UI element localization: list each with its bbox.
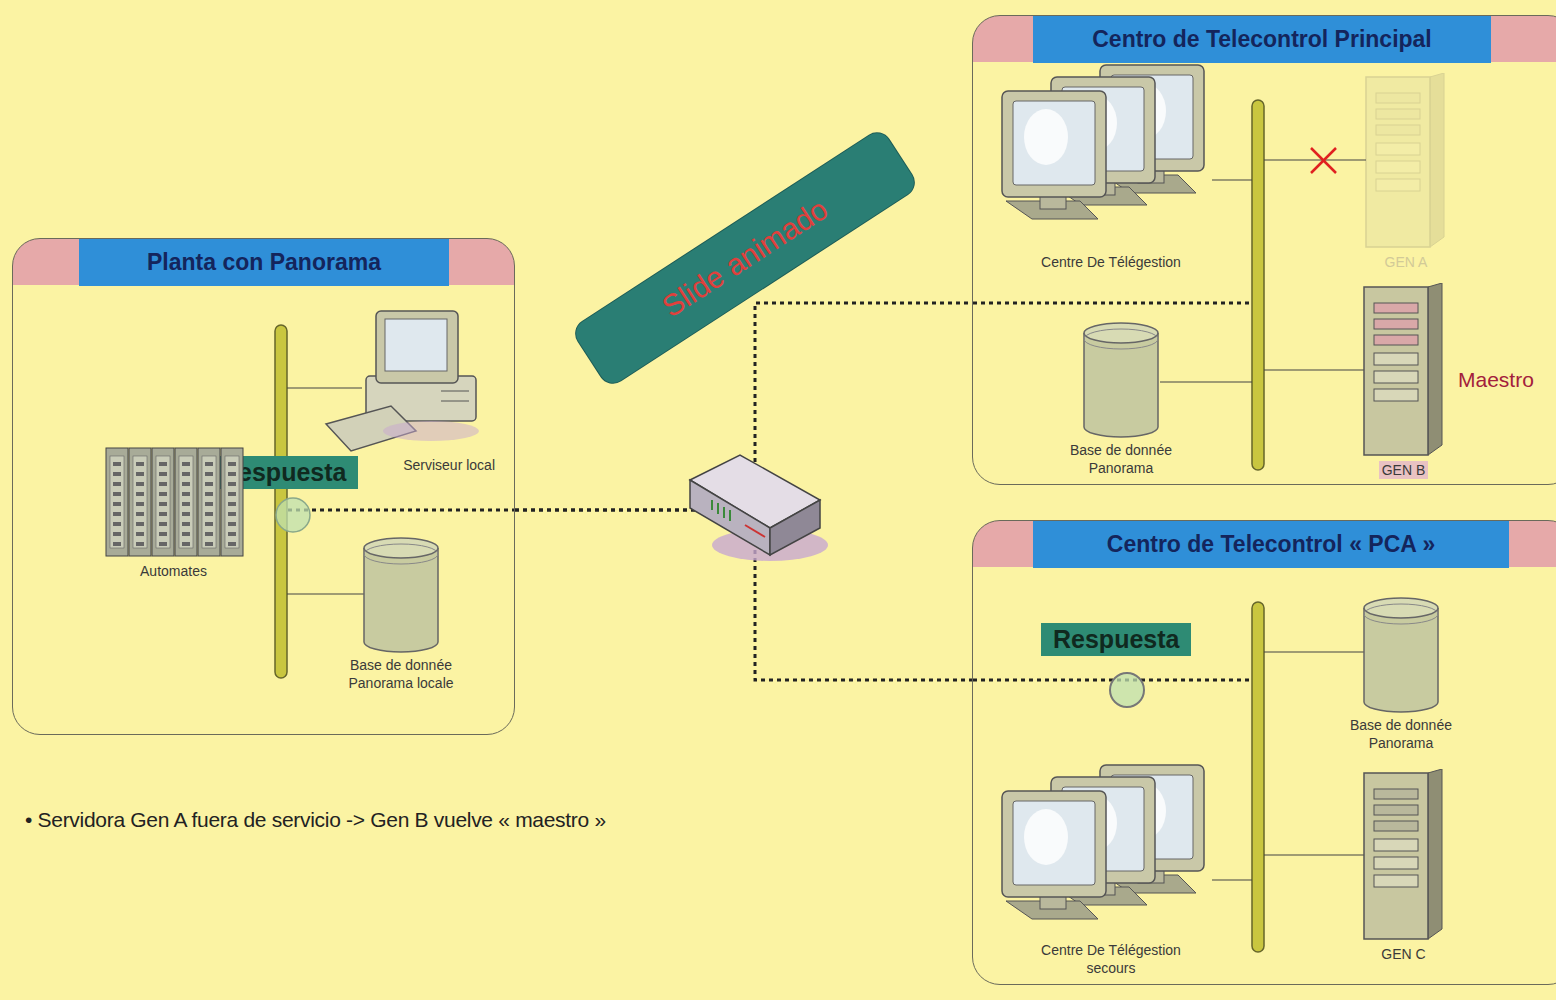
site-panel: Centro de Telecontrol PrincipalCentre De… <box>972 15 1556 485</box>
equipment-icon <box>991 63 1231 251</box>
animation-banner: Slide animado <box>571 128 919 388</box>
panel-heading: Centro de Telecontrol Principal <box>1033 16 1491 63</box>
equipment-icon <box>1356 283 1451 459</box>
equipment-node: Base de donnée Panorama locale <box>321 536 481 692</box>
equipment-icon <box>1351 73 1461 251</box>
status-label: Maestro <box>1458 368 1534 392</box>
equipment-label: Base de donnée Panorama locale <box>336 656 466 692</box>
equipment-node: GEN B <box>1356 283 1451 479</box>
equipment-label: GEN C <box>1356 945 1451 963</box>
equipment-node: Automates <box>96 446 251 580</box>
equipment-node: Centre De Télégestion <box>991 63 1231 271</box>
panel-heading: Planta con Panorama <box>79 239 449 286</box>
router-icon <box>690 455 828 561</box>
equipment-label: Automates <box>96 562 251 580</box>
equipment-label: Centre De Télégestion <box>991 253 1231 271</box>
equipment-label: Base de donnée Panorama <box>1331 716 1471 752</box>
equipment-node: GEN A <box>1351 73 1461 271</box>
equipment-label: GEN A <box>1351 253 1461 271</box>
equipment-icon <box>1331 596 1471 714</box>
site-panel: Planta con PanoramaServiseur localRespue… <box>12 238 515 735</box>
equipment-icon <box>991 763 1231 939</box>
equipment-node: Serviseur local <box>321 306 501 474</box>
note-text: • Servidora Gen A fuera de servicio -> G… <box>25 808 606 832</box>
status-label-text: Maestro <box>1458 368 1534 391</box>
equipment-icon <box>96 446 251 560</box>
tag-text: Respuesta <box>1053 625 1179 653</box>
equipment-icon <box>321 536 481 654</box>
equipment-node: Base de donnée Panorama <box>1331 596 1471 752</box>
equipment-icon <box>1356 769 1451 943</box>
equipment-node: Centre De Télégestion secours <box>991 763 1231 977</box>
panel-heading: Centro de Telecontrol « PCA » <box>1033 521 1509 568</box>
equipment-label: Centre De Télégestion secours <box>1024 941 1199 977</box>
equipment-node: GEN C <box>1356 769 1451 963</box>
response-tag: Respuesta <box>1041 623 1191 656</box>
equipment-label: Base de donnée Panorama <box>1051 441 1191 477</box>
banner-text: Slide animado <box>656 192 834 324</box>
equipment-icon <box>321 306 501 454</box>
equipment-node: Base de donnée Panorama <box>1051 321 1191 477</box>
equipment-label: GEN B <box>1379 461 1429 479</box>
site-panel: Centro de Telecontrol « PCA » RespuestaBa… <box>972 520 1556 985</box>
equipment-icon <box>1051 321 1191 439</box>
note-text-text: • Servidora Gen A fuera de servicio -> G… <box>25 808 606 831</box>
